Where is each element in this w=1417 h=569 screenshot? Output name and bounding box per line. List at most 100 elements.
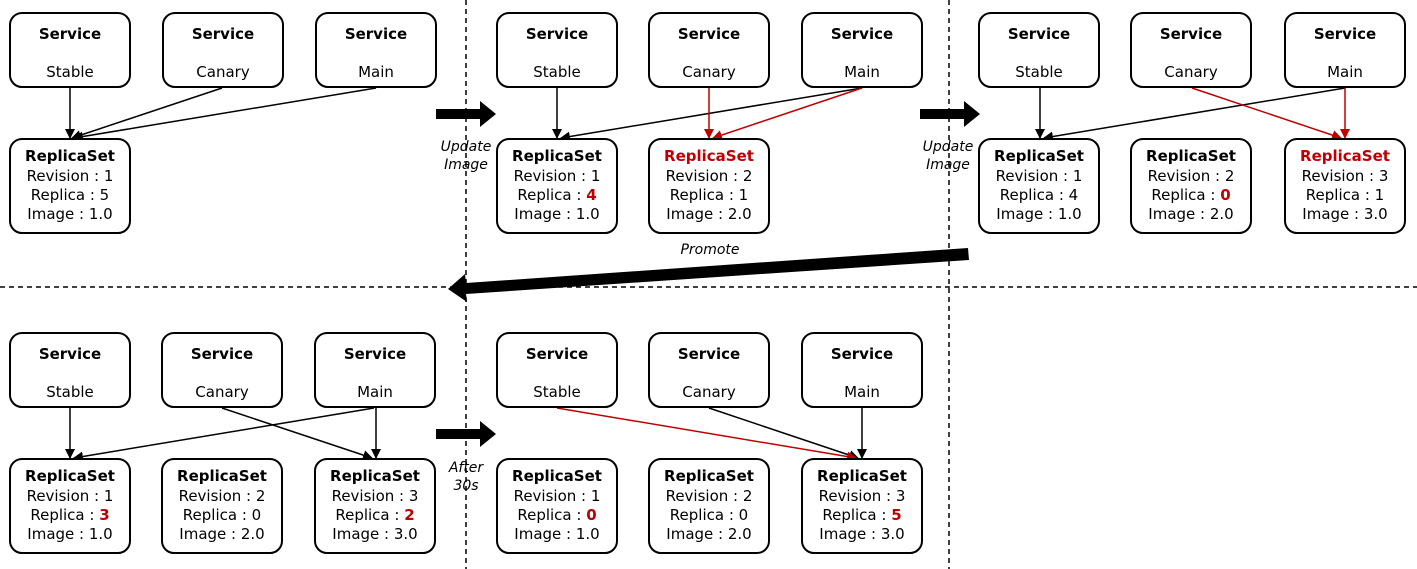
image-value: 1.0: [1057, 205, 1082, 223]
replica-value: 2: [404, 506, 415, 524]
service-title: Service: [1007, 25, 1071, 43]
replica-value: 5: [891, 506, 902, 524]
service-title: Service: [677, 345, 741, 363]
image-line: Image : 1.0: [514, 205, 600, 223]
revision-line: Revision : 3: [331, 487, 419, 505]
image-line: Image : 1.0: [996, 205, 1082, 223]
image-value: 2.0: [727, 205, 752, 223]
replica-value: 5: [99, 186, 110, 204]
image-value: 2.0: [1209, 205, 1234, 223]
service-canary-box: Service Canary: [648, 12, 770, 88]
panel-1-connectors: [65, 87, 377, 142]
replica-line: Replica : 4: [999, 186, 1079, 204]
image-line: Image : 1.0: [27, 525, 113, 543]
connector: [708, 407, 859, 460]
image-line: Image : 1.0: [514, 525, 600, 543]
replicaset-box: ReplicaSet Revision : 2 Replica : 0 Imag…: [648, 458, 770, 554]
revision-value: 1: [590, 167, 601, 185]
service-canary-box: Service Canary: [161, 332, 283, 408]
service-stable-box: Service Stable: [496, 12, 618, 88]
service-main-box: Service Main: [315, 12, 437, 88]
image-line: Image : 3.0: [1302, 205, 1388, 223]
revision-line: Revision : 3: [818, 487, 906, 505]
service-title: Service: [344, 25, 408, 43]
service-title: Service: [1159, 25, 1223, 43]
connector: [71, 87, 223, 140]
replicaset-box: ReplicaSet Revision : 1 Replica : 4 Imag…: [496, 138, 618, 234]
revision-value: 2: [255, 487, 266, 505]
replica-value: 0: [586, 506, 597, 524]
revision-line: Revision : 1: [995, 167, 1083, 185]
service-title: Service: [343, 345, 407, 363]
service-name: Stable: [533, 383, 581, 401]
service-name: Main: [358, 63, 394, 81]
image-line: Image : 3.0: [332, 525, 418, 543]
promote-arrow: [448, 248, 969, 302]
replica-line: Replica : 5: [30, 186, 110, 204]
replicaset-title: ReplicaSet: [817, 467, 907, 485]
image-line: Image : 1.0: [27, 205, 113, 223]
connector: [73, 407, 375, 462]
replica-line: Replica : 0: [1151, 186, 1231, 204]
service-name: Stable: [533, 63, 581, 81]
service-canary-box: Service Canary: [162, 12, 284, 88]
connector: [560, 87, 863, 142]
replica-value: 4: [586, 186, 597, 204]
connector: [221, 407, 373, 460]
replicaset-title: ReplicaSet: [664, 147, 754, 165]
service-name: Stable: [1015, 63, 1063, 81]
replicaset-box: ReplicaSet Revision : 2 Replica : 0 Imag…: [1130, 138, 1252, 234]
service-name: Main: [844, 63, 880, 81]
service-title: Service: [1313, 25, 1377, 43]
image-value: 1.0: [575, 205, 600, 223]
replica-line: Replica : 1: [1305, 186, 1385, 204]
replicaset-box: ReplicaSet Revision : 3 Replica : 2 Imag…: [314, 458, 436, 554]
service-title: Service: [525, 25, 589, 43]
panel-2-connectors: [552, 87, 863, 142]
revision-value: 1: [103, 487, 114, 505]
transition-arrow-1: [436, 101, 496, 127]
panel-5-connectors: [556, 407, 867, 462]
service-stable-box: Service Stable: [9, 12, 131, 88]
replica-line: Replica : 0: [182, 506, 262, 524]
image-value: 3.0: [393, 525, 418, 543]
image-line: Image : 2.0: [179, 525, 265, 543]
service-main-box: Service Main: [1284, 12, 1406, 88]
replicaset-title: ReplicaSet: [664, 467, 754, 485]
service-title: Service: [525, 345, 589, 363]
revision-value: 2: [742, 167, 753, 185]
panel-3-connectors: [1035, 87, 1350, 142]
revision-value: 1: [590, 487, 601, 505]
replicaset-box: ReplicaSet Revision : 1 Replica : 0 Imag…: [496, 458, 618, 554]
connector: [1191, 87, 1342, 140]
service-title: Service: [38, 345, 102, 363]
service-name: Canary: [682, 63, 736, 81]
service-name: Canary: [1164, 63, 1218, 81]
connector: [712, 87, 863, 140]
transition-arrow-4: [436, 421, 496, 447]
revision-value: 3: [895, 487, 906, 505]
image-value: 1.0: [88, 205, 113, 223]
service-title: Service: [190, 345, 254, 363]
replica-line: Replica : 1: [669, 186, 749, 204]
connector: [73, 87, 377, 142]
revision-value: 2: [742, 487, 753, 505]
replica-value: 3: [99, 506, 110, 524]
replica-line: Replica : 0: [669, 506, 749, 524]
service-name: Main: [844, 383, 880, 401]
replicaset-title: ReplicaSet: [177, 467, 267, 485]
revision-line: Revision : 2: [665, 167, 753, 185]
replica-value: 4: [1068, 186, 1079, 204]
connector: [556, 407, 857, 462]
connector: [1043, 87, 1346, 142]
replicaset-box: ReplicaSet Revision : 3 Replica : 5 Imag…: [801, 458, 923, 554]
image-value: 2.0: [240, 525, 265, 543]
revision-line: Revision : 1: [513, 487, 601, 505]
service-name: Stable: [46, 383, 94, 401]
replicaset-box: ReplicaSet Revision : 2 Replica : 1 Imag…: [648, 138, 770, 234]
service-stable-box: Service Stable: [9, 332, 131, 408]
service-main-box: Service Main: [801, 12, 923, 88]
